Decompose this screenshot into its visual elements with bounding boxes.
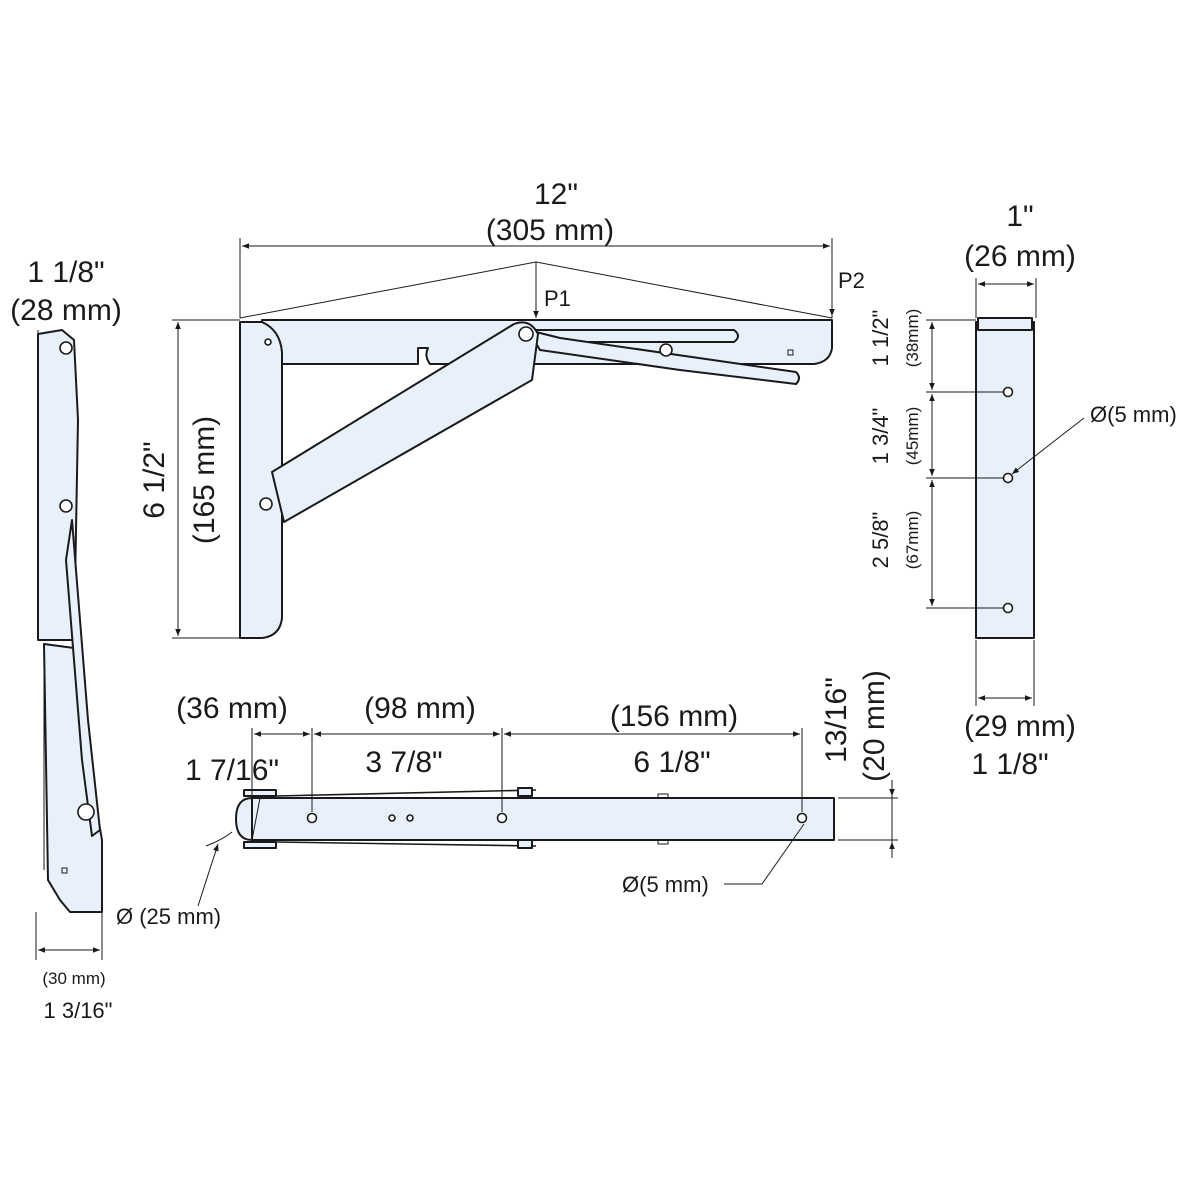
- pivot-leader: [197, 843, 219, 907]
- side-pivot-diameter: Ø (25 mm): [116, 904, 221, 929]
- side-diagonal-brace: [65, 519, 101, 837]
- top-dim-1-inch: 1 7/16": [185, 754, 279, 787]
- main-length-inch: 12": [534, 178, 578, 211]
- top-rivet-1-icon: [388, 814, 396, 822]
- main-square-hole: [787, 349, 794, 356]
- top-tab-upper: [657, 793, 669, 799]
- main-view-open: 12" (305 mm) P1 P2 6 1/2" (165 mm): [138, 178, 865, 639]
- main-height-inch: 6 1/2": [138, 441, 171, 518]
- top-hole-2-icon: [496, 812, 508, 824]
- top-rail-upper: [275, 789, 537, 797]
- top-hole-diameter: Ø(5 mm): [622, 872, 709, 897]
- side-width-inch: 1 1/8": [27, 256, 104, 289]
- p2-label: P2: [838, 268, 865, 293]
- top-end-line: [251, 797, 261, 841]
- main-length-mm: (305 mm): [486, 214, 614, 247]
- end-hole-1-icon: [1002, 386, 1014, 398]
- top-hole-leader: [724, 823, 805, 885]
- top-hole-1-icon: [306, 812, 318, 824]
- top-pivot-cap: [243, 789, 277, 797]
- main-corner-screw-icon: [264, 338, 272, 346]
- end-view: 1" (26 mm) 1 1/2" (38mm) 1 3/4" (45mm) 2…: [868, 200, 1177, 781]
- side-pivot-screw-icon: [77, 803, 95, 821]
- top-dim-3-mm: (156 mm): [610, 700, 738, 733]
- top-bracket-body: [251, 797, 835, 841]
- top-thickness-inch: 13/16": [820, 677, 853, 763]
- main-diagonal-brace: [271, 321, 539, 523]
- side-width-mm: (28 mm): [10, 294, 122, 327]
- end-spacing-3-mm: (67mm): [903, 511, 922, 570]
- end-bottom-mm: (29 mm): [964, 710, 1076, 743]
- end-spacing-1-mm: (38mm): [903, 309, 922, 368]
- top-rail-lower: [275, 841, 537, 847]
- end-bottom-inch: 1 1/8": [971, 748, 1048, 781]
- top-view: (36 mm) 1 7/16" (98 mm) 3 7/8" (156 mm) …: [116, 670, 898, 929]
- end-spacing-1-inch: 1 1/2": [868, 310, 893, 367]
- main-arm-slot: [535, 329, 739, 343]
- side-view-folded: 1 1/8" (28 mm) (30 mm) 1 3/16": [10, 256, 122, 1023]
- end-spacing-3-inch: 2 5/8": [868, 512, 893, 569]
- p1-label: P1: [544, 286, 571, 311]
- side-bottom-mm: (30 mm): [42, 969, 105, 988]
- top-hole-3-icon: [796, 812, 808, 824]
- main-brace-screw-icon: [259, 497, 273, 511]
- end-spacing-2-inch: 1 3/4": [868, 408, 893, 465]
- top-rail-clip-upper: [517, 787, 533, 797]
- side-bottom-inch: 1 3/16": [44, 998, 113, 1023]
- main-pivot-screw-icon: [518, 326, 534, 342]
- top-dim-3-inch: 6 1/8": [633, 746, 710, 779]
- top-rivet-2-icon: [406, 814, 414, 822]
- end-top-cap: [977, 317, 1033, 331]
- end-width-inch: 1": [1006, 200, 1033, 233]
- end-hole-diameter: Ø(5 mm): [1090, 402, 1177, 427]
- main-spring-lever: [527, 329, 800, 385]
- top-thickness-mm: (20 mm): [858, 670, 891, 782]
- main-height-mm: (165 mm): [188, 416, 221, 544]
- end-hole-leader: [1011, 417, 1085, 475]
- side-screw-middle-icon: [59, 499, 73, 513]
- end-hole-3-icon: [1002, 602, 1014, 614]
- end-hole-2-icon: [1002, 472, 1014, 484]
- top-tab-lower: [657, 839, 669, 845]
- end-width-mm: (26 mm): [964, 240, 1076, 273]
- top-rail-clip-lower: [517, 839, 533, 849]
- top-pivot-end: [235, 797, 253, 841]
- top-dim-2-mm: (98 mm): [364, 692, 476, 725]
- top-dim-1-mm: (36 mm): [176, 692, 288, 725]
- side-slot: [61, 867, 68, 874]
- side-screw-top-icon: [59, 341, 73, 355]
- main-lever-screw-icon: [659, 343, 673, 357]
- top-pivot-cap-bottom: [243, 841, 277, 849]
- top-dim-2-inch: 3 7/8": [365, 746, 442, 779]
- pivot-arc: [205, 831, 233, 847]
- end-spacing-2-mm: (45mm): [903, 407, 922, 466]
